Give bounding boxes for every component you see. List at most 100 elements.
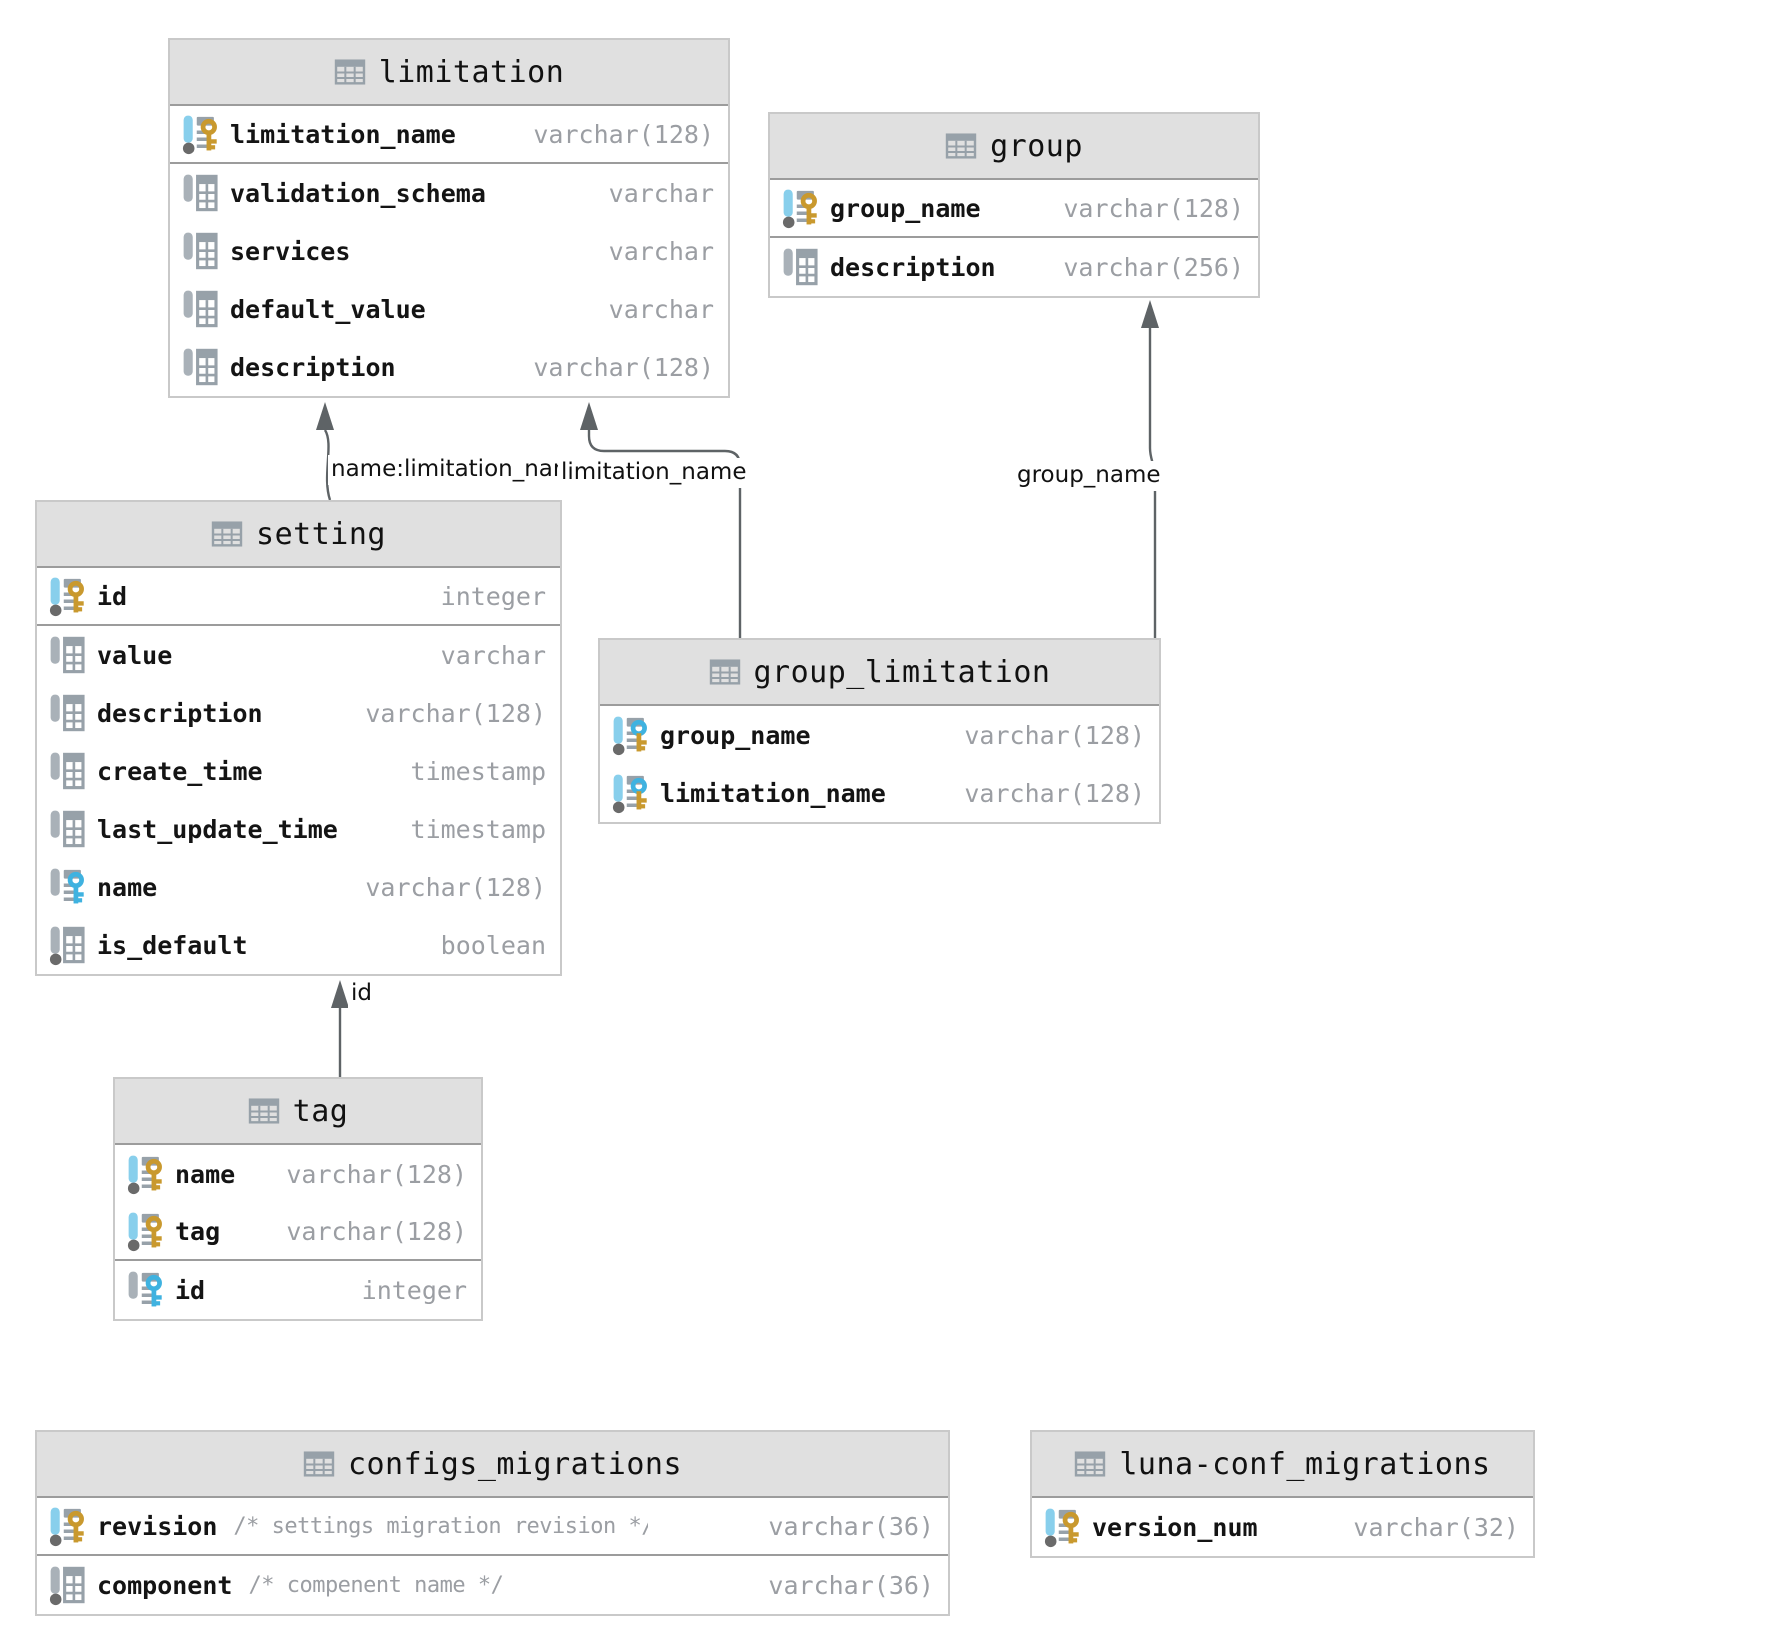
column-row-id[interactable]: id integer [115,1261,481,1319]
table-configs_migrations[interactable]: configs_migrations revision/* settings m… [35,1430,950,1616]
column-icon [780,246,824,288]
table-title: limitation [378,54,565,90]
table-title: setting [256,516,386,552]
table-icon [334,56,366,88]
column-icon [180,230,224,272]
column-type: varchar(128) [533,119,714,149]
column-type: integer [440,581,546,611]
column-name: group_name [660,720,811,750]
column-name: default_value [230,294,426,324]
column-type: varchar [608,178,714,208]
not-null-column-icon [47,924,91,966]
table-icon [211,518,243,550]
column-type: varchar [440,640,546,670]
column-type: varchar(128) [1063,193,1244,223]
table-header-group[interactable]: group [770,114,1258,180]
column-name: limitation_name [660,778,886,808]
relationship-arrow-group_limitation-to-limitation[interactable] [580,402,742,638]
column-row-revision[interactable]: revision/* settings migration revision *… [37,1498,948,1556]
column-type: timestamp [410,756,546,786]
column-comment: /* settings migration revision */ [233,1513,649,1539]
table-header-group_limitation[interactable]: group_limitation [600,640,1159,706]
column-icon [47,750,91,792]
column-name: value [97,640,173,670]
primary-key-icon [47,575,91,617]
column-type: varchar(128) [964,778,1145,808]
column-icon [180,172,224,214]
table-header-setting[interactable]: setting [37,502,560,568]
column-row-validation_schema[interactable]: validation_schema varchar [170,164,728,222]
relationship-arrow-tag-to-setting[interactable] [331,980,349,1077]
column-row-description[interactable]: description varchar(128) [37,684,560,742]
primary-key-icon [780,187,824,229]
relationship-label: id [348,979,375,1009]
relationship-label: name:limitation_name [328,455,593,485]
table-header-limitation[interactable]: limitation [170,40,728,106]
column-type: integer [361,1275,467,1305]
column-row-limitation_name[interactable]: limitation_name varchar(128) [600,764,1159,822]
relationship-arrow-setting-to-limitation[interactable] [316,402,334,501]
arrowhead-icon [1141,300,1159,328]
column-row-name[interactable]: name varchar(128) [115,1145,481,1203]
column-name: name [175,1159,236,1189]
relationship-label: limitation_name [558,458,750,488]
table-icon [248,1095,280,1127]
column-comment: /* compenent name */ [248,1572,504,1598]
table-header-configs_migrations[interactable]: configs_migrations [37,1432,948,1498]
table-title: group [990,128,1083,164]
table-title: tag [292,1093,349,1129]
arrowhead-icon [580,402,598,430]
table-header-tag[interactable]: tag [115,1079,481,1145]
column-name: tag [175,1216,221,1246]
column-name: description [830,252,996,282]
column-name: component [97,1570,233,1600]
primary-key-icon [1042,1506,1086,1548]
column-name: description [97,698,263,728]
column-name: id [97,581,128,611]
column-name: services [230,236,351,266]
column-type: varchar(128) [365,698,546,728]
column-row-id[interactable]: id integer [37,568,560,626]
table-icon [303,1448,335,1480]
column-name: id [175,1275,206,1305]
column-row-description[interactable]: description varchar(256) [770,238,1258,296]
column-name: name [97,872,158,902]
table-title: group_limitation [753,654,1051,690]
column-type: varchar(128) [533,352,714,382]
column-type: varchar(256) [1063,252,1244,282]
column-row-services[interactable]: services varchar [170,222,728,280]
column-type: varchar [608,236,714,266]
table-header-luna-conf_migrations[interactable]: luna-conf_migrations [1032,1432,1533,1498]
relationship-label: group_name [1014,461,1164,491]
table-title: configs_migrations [347,1446,683,1482]
column-name: is_default [97,930,248,960]
column-type: varchar(128) [286,1159,467,1189]
column-row-value[interactable]: value varchar [37,626,560,684]
column-name: validation_schema [230,178,486,208]
table-setting[interactable]: setting id integer value varchar descripti… [35,500,562,976]
column-row-component[interactable]: component/* compenent name */varchar(36) [37,1556,948,1614]
column-type: timestamp [410,814,546,844]
table-icon [709,656,741,688]
column-icon [180,288,224,330]
table-title: luna-conf_migrations [1119,1446,1491,1482]
relationship-line[interactable] [323,429,332,501]
primary-key-icon [125,1153,169,1195]
